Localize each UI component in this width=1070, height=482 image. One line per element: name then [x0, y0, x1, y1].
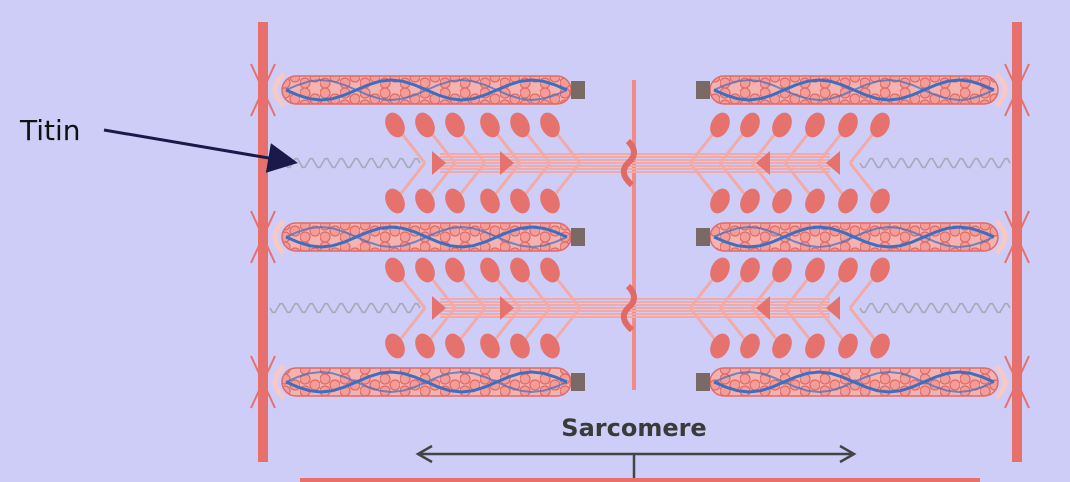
actin-filament	[250, 210, 585, 264]
titin-spring	[269, 302, 421, 314]
myosin-filament	[385, 112, 890, 214]
actin-filament	[250, 63, 585, 117]
actin-filaments	[250, 63, 1030, 409]
titin-label: Titin	[19, 114, 81, 147]
sarcomere-span-arrow	[415, 444, 857, 482]
actin-filament	[250, 355, 585, 409]
myosin-filaments	[385, 112, 890, 359]
m-line	[632, 80, 636, 390]
titin-annotation: Titin	[19, 114, 298, 173]
titin-spring	[859, 302, 1011, 314]
actin-filament	[696, 355, 1030, 409]
bottom-band	[300, 478, 980, 482]
actin-filament	[696, 210, 1030, 264]
sarcomere-label: Sarcomere	[561, 414, 706, 442]
z-disc-right	[1012, 22, 1022, 462]
titin-pointer-arrow	[103, 128, 298, 173]
z-disc-left	[258, 22, 268, 462]
sarcomere-annotation: Sarcomere	[300, 414, 980, 482]
titin-spring	[269, 157, 421, 169]
titin-spring	[859, 157, 1011, 169]
actin-filament	[696, 63, 1030, 117]
myosin-filament	[385, 257, 890, 359]
titin-springs	[269, 157, 1011, 314]
